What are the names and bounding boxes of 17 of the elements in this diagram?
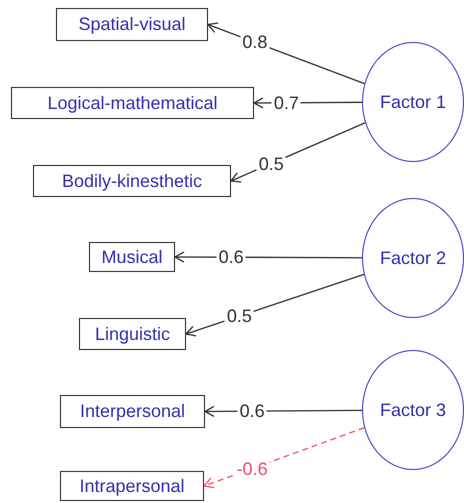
edge-label: 0.7 <box>272 94 301 112</box>
variable-box: Linguistic <box>79 318 186 350</box>
edge-label: 0.6 <box>238 402 267 420</box>
edge-label: 0.6 <box>216 248 246 266</box>
variable-box: Bodily-kinesthetic <box>33 165 231 197</box>
variable-box: Logical-mathematical <box>11 87 254 119</box>
variable-box: Spatial-visual <box>56 8 208 41</box>
edge-label: 0.5 <box>224 307 254 326</box>
edge-label: 0.8 <box>240 33 270 52</box>
variable-box: Intrapersonal <box>60 471 204 501</box>
factor-ellipse: Factor 3 <box>362 350 464 470</box>
factor-ellipse: Factor 2 <box>362 198 464 318</box>
variable-box: Interpersonal <box>60 395 205 428</box>
variable-box: Musical <box>89 242 175 272</box>
edge-label: -0.6 <box>234 460 270 478</box>
edge-label: 0.5 <box>256 154 286 173</box>
factor-ellipse: Factor 1 <box>362 42 464 162</box>
